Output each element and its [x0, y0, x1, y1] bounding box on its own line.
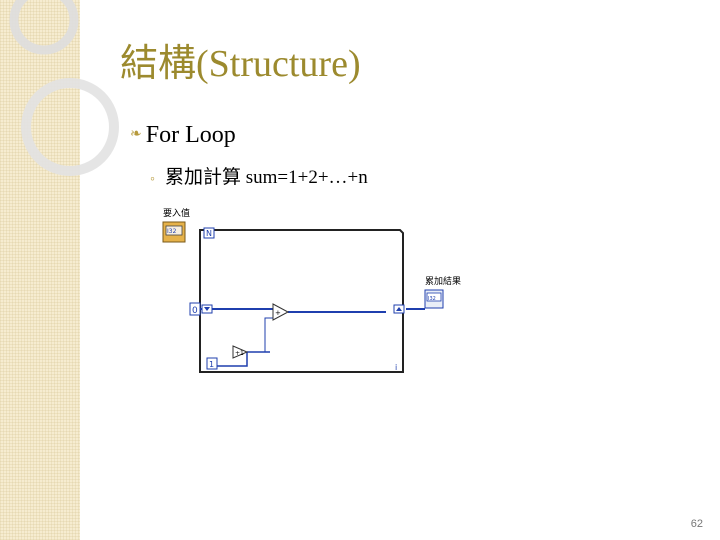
deco-circle-large	[9, 0, 79, 55]
slide-title: 結構(Structure)	[120, 43, 361, 85]
deco-circle-ring	[21, 78, 119, 176]
iteration-terminal: i	[395, 363, 397, 372]
wire-iteration	[215, 352, 248, 367]
output-indicator-label: 累加結果	[425, 275, 461, 287]
shift-register-right-icon	[396, 307, 402, 311]
initial-constant-value: 0	[192, 306, 198, 316]
output-indicator-type: I32	[428, 296, 436, 302]
for-loop-structure	[199, 229, 404, 373]
bullet-level1-text: For Loop	[145, 122, 236, 148]
shift-register-left-icon	[204, 307, 210, 311]
output-indicator-face	[426, 292, 442, 302]
increment-function	[232, 345, 249, 359]
bullet-level2: ◦ 累加計算 sum=1+2+…+n	[150, 162, 368, 189]
bullet-level1: ❧For Loop	[130, 122, 236, 149]
loop-count-terminal-label: N	[206, 229, 212, 238]
add-function	[272, 303, 290, 321]
loop-count-terminal	[203, 227, 215, 239]
sub-bullet-marker-icon: ◦	[150, 172, 155, 187]
bullet-marker-icon: ❧	[130, 127, 142, 142]
increment-constant	[206, 357, 218, 370]
increment-function-symbol: +1	[235, 350, 244, 357]
increment-constant-value: 1	[209, 360, 214, 369]
input-control-label: 要入值	[163, 207, 190, 219]
input-control-type: I32	[167, 228, 177, 235]
input-control-face	[165, 225, 183, 236]
add-function-symbol: +	[275, 309, 281, 317]
bullet-level2-text: 累加計算 sum=1+2+…+n	[164, 167, 368, 188]
for-loop-block-diagram: 要入值 I32 N 0 + +1 1 i 累加結果 I32	[162, 207, 461, 373]
decorative-circles	[9, 0, 119, 176]
page-number: 62	[690, 518, 703, 530]
